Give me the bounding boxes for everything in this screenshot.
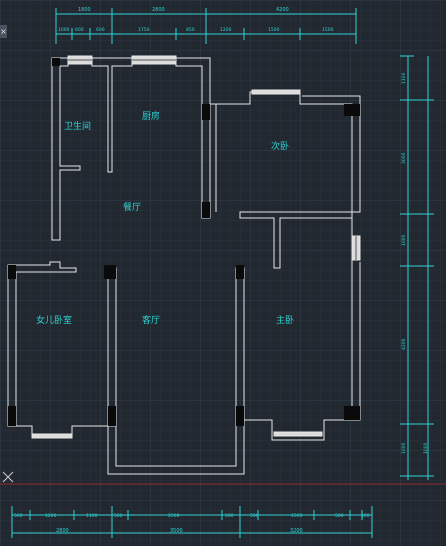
right-dim-3: 1000 xyxy=(401,234,407,246)
top-dim-10: 1500 xyxy=(268,27,280,33)
top-dim-3: 4200 xyxy=(276,7,289,13)
bottom-dim-11: 2800 xyxy=(56,528,69,534)
right-dimension-labels: 1100 3000 1000 4200 1000 1000 xyxy=(401,72,429,454)
bottom-dim-12: 3500 xyxy=(170,528,183,534)
top-dim-4: 1000 xyxy=(58,27,70,33)
room-label-living: 客厅 xyxy=(142,314,160,326)
ucs-cross-icon xyxy=(2,471,14,483)
top-dim-11: 1500 xyxy=(322,27,334,33)
room-label-kitchen: 厨房 xyxy=(142,110,160,122)
top-dimension-lines xyxy=(55,8,357,44)
bottom-dimension-lines xyxy=(11,506,373,538)
top-dim-5: 600 xyxy=(75,27,84,33)
top-dim-1: 1800 xyxy=(78,7,91,13)
bottom-dim-2: 1200 xyxy=(45,513,57,519)
right-dimension-lines xyxy=(400,55,434,480)
top-dim-8: 850 xyxy=(186,27,195,33)
top-dim-6: 600 xyxy=(96,27,105,33)
room-label-daughter-bedroom: 女儿卧室 xyxy=(36,314,72,326)
top-dim-7: 1750 xyxy=(138,27,150,33)
bottom-dim-6: 500 xyxy=(225,513,234,519)
windows xyxy=(31,55,361,439)
bottom-dim-4: 500 xyxy=(114,513,123,519)
right-dim-1: 1100 xyxy=(401,72,407,84)
bottom-dim-1: 500 xyxy=(14,513,23,519)
structural-columns xyxy=(8,58,360,426)
bottom-dim-7: 500 xyxy=(250,513,259,519)
bottom-dim-10: 100 xyxy=(361,513,370,519)
bottom-dim-13: 3200 xyxy=(290,528,303,534)
room-label-second-bedroom: 次卧 xyxy=(271,140,289,152)
right-dim-6: 1000 xyxy=(423,442,429,454)
right-dim-2: 3000 xyxy=(401,152,407,164)
top-dim-9: 1200 xyxy=(220,27,232,33)
bottom-dim-3: 1100 xyxy=(86,513,98,519)
bottom-dim-9: 500 xyxy=(335,513,344,519)
right-dim-4: 4200 xyxy=(401,338,407,350)
right-dim-5: 1000 xyxy=(401,442,407,454)
room-label-master-bedroom: 主卧 xyxy=(276,314,294,326)
close-icon[interactable]: × xyxy=(0,25,7,38)
room-label-dining: 餐厅 xyxy=(123,201,141,213)
bottom-dim-8: 1500 xyxy=(291,513,303,519)
bottom-dim-5: 2500 xyxy=(168,513,180,519)
room-label-bathroom: 卫生间 xyxy=(64,120,91,132)
top-dim-2: 2800 xyxy=(152,7,165,13)
